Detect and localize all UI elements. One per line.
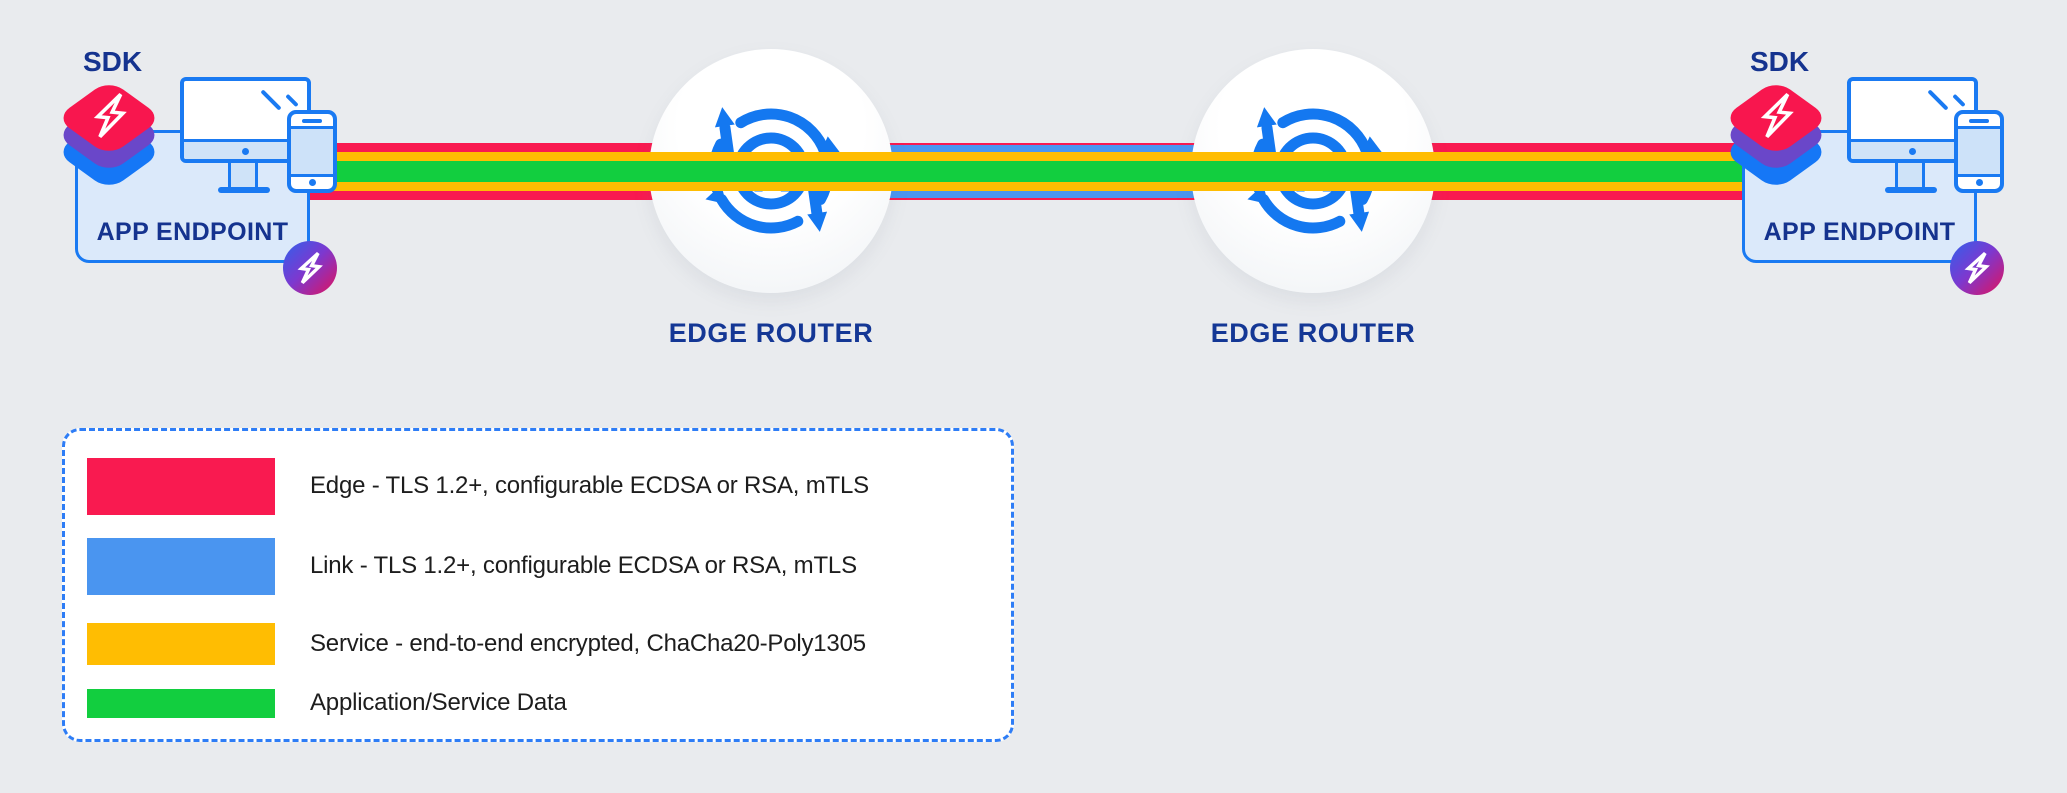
edge-router-label-left: EDGE ROUTER [668, 318, 874, 348]
screen-glare-icon [1952, 93, 1966, 108]
phone-screen [291, 126, 333, 177]
legend-swatch-link [87, 538, 275, 595]
monitor-stand [1895, 163, 1925, 187]
sdk-label: SDK [1750, 46, 1810, 77]
monitor-button-dot [242, 148, 249, 155]
legend-panel: Edge - TLS 1.2+, configurable ECDSA or R… [62, 428, 1014, 742]
endpoint-badge-connector [1974, 193, 1977, 243]
lightning-bolt-icon [1760, 93, 1794, 139]
monitor-base [1885, 187, 1937, 193]
legend-swatch-edge [87, 458, 275, 515]
legend-label-data: Application/Service Data [310, 689, 567, 716]
application-data-band [310, 161, 1742, 182]
app-endpoint-label: APP ENDPOINT [1763, 218, 1956, 246]
screen-glare-icon [285, 93, 299, 108]
phone-home-button [308, 179, 316, 186]
lightning-bolt-icon [1964, 251, 1990, 285]
phone-speaker [1969, 119, 1989, 123]
legend-label-service: Service - end-to-end encrypted, ChaCha20… [310, 630, 866, 657]
identity-badge-icon [283, 241, 337, 295]
monitor-icon [1847, 77, 1978, 163]
legend-label-link: Link - TLS 1.2+, configurable ECDSA or R… [310, 552, 857, 579]
monitor-bezel [1851, 139, 1974, 159]
app-endpoint-left: SDK APP ENDPOINT [55, 40, 337, 300]
legend-label-edge: Edge - TLS 1.2+, configurable ECDSA or R… [310, 472, 869, 499]
monitor-bezel [184, 139, 307, 159]
legend-swatch-service [87, 623, 275, 665]
app-endpoint-right: SDK APP ENDPOINT [1722, 40, 2004, 300]
smartphone-icon [287, 110, 337, 193]
monitor-stand [228, 163, 258, 187]
ziti-sdk-stack-icon [1721, 76, 1831, 201]
phone-home-button [1975, 179, 1983, 186]
monitor-base [218, 187, 270, 193]
edge-router-label-right: EDGE ROUTER [1210, 318, 1416, 348]
app-endpoint-label: APP ENDPOINT [96, 218, 289, 246]
identity-badge-icon [1950, 241, 2004, 295]
endpoint-badge-connector [307, 193, 310, 243]
sdk-label: SDK [83, 46, 143, 77]
smartphone-icon [1954, 110, 2004, 193]
phone-speaker [302, 119, 322, 123]
lightning-bolt-icon [297, 251, 323, 285]
monitor-button-dot [1909, 148, 1916, 155]
phone-screen [1958, 126, 2000, 177]
ziti-sdk-stack-icon [54, 76, 164, 201]
lightning-bolt-icon [93, 93, 127, 139]
legend-swatch-data [87, 689, 275, 718]
screen-glare-icon [1927, 89, 1949, 111]
screen-glare-icon [260, 89, 282, 111]
